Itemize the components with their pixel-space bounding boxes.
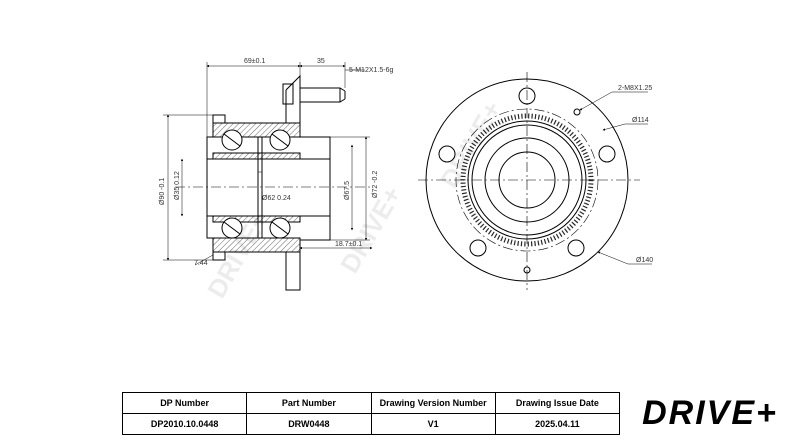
value-issue-date: 2025.04.11 [494, 413, 621, 435]
value-dp-number: DP2010.10.0448 [121, 413, 248, 435]
brand-logo: DRIVE+ [624, 393, 796, 433]
side-section-view [163, 62, 373, 291]
header-part-number: Part Number [246, 392, 372, 414]
dimension-dia-90: Ø90 -0.1 [159, 178, 166, 205]
header-dp-number: DP Number [121, 392, 248, 414]
title-block-value-row: DP2010.10.0448 DRW0448 V1 2025.04.11 [121, 413, 621, 435]
dimension-dia-62: Ø62 0.24 [262, 195, 291, 202]
watermark-text: DRIVE+ [434, 96, 507, 193]
dimension-length-18: 18.7±0.1 [335, 241, 362, 248]
dimension-thread-m8: 2-M8X1.25 [618, 85, 652, 92]
header-issue-date: Drawing Issue Date [494, 392, 621, 414]
dimension-width-35: 35 [317, 58, 325, 65]
dimension-dia-114: Ø114 [632, 117, 649, 124]
title-block-table: DP Number Part Number Drawing Version Nu… [121, 392, 621, 435]
technical-drawing: DRIVE+ DRIVE+ DRIVE+ [159, 58, 653, 303]
dimension-dia-67: Ø67.5 [344, 181, 351, 200]
front-view [418, 72, 652, 290]
dimension-chamfer: 7.44 [194, 260, 208, 267]
dimension-dia-35: Ø35 0.12 [174, 171, 181, 200]
dimension-width-69: 69±0.1 [244, 58, 265, 65]
dimension-dia-72: Ø72 -0.2 [372, 171, 379, 198]
header-drawing-version: Drawing Version Number [370, 392, 496, 414]
value-drawing-version: V1 [370, 413, 496, 435]
dimension-dia-140: Ø140 [636, 257, 653, 264]
value-part-number: DRW0448 [246, 413, 372, 435]
brand-logo-text: DRIVE+ [642, 393, 778, 432]
title-block-header-row: DP Number Part Number Drawing Version Nu… [121, 392, 621, 414]
dimension-stud-thread: 5-M12X1.5-6g [349, 67, 393, 74]
